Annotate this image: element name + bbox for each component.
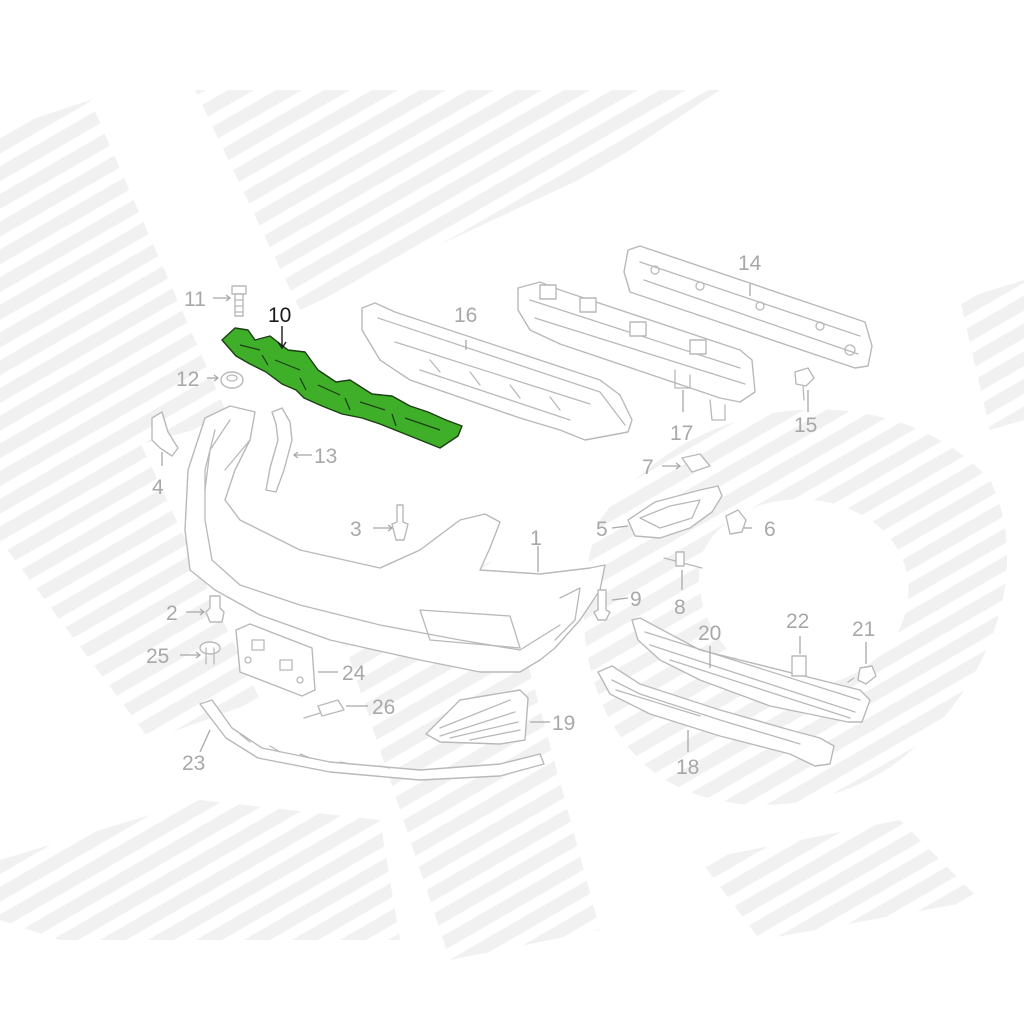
callout-3: 3 [350, 518, 362, 541]
part-25-screw [199, 641, 221, 665]
callout-labels: 1 2 3 4 5 6 7 8 9 10 11 12 13 14 15 16 1… [146, 252, 875, 779]
leader-lines [161, 284, 867, 753]
part-5-bezel [627, 485, 723, 539]
part-3-pin [391, 504, 409, 541]
callout-8: 8 [674, 596, 686, 619]
callout-14: 14 [738, 252, 762, 275]
callout-10: 10 [268, 304, 291, 327]
part-19-grille-insert [425, 689, 529, 745]
callout-24: 24 [342, 662, 366, 685]
callout-6: 6 [764, 518, 776, 541]
callout-9: 9 [630, 588, 642, 611]
part-15-clip [794, 367, 815, 401]
part-11-bolt [231, 285, 247, 317]
part-22-insert [791, 655, 807, 677]
part-21-screw [847, 665, 877, 685]
part-16-energy-absorber [361, 302, 633, 441]
callout-23: 23 [182, 752, 205, 775]
part-9-bolt [593, 589, 611, 621]
part-20-lower-grille [631, 617, 871, 723]
callout-2: 2 [166, 602, 178, 625]
part-24-license-bracket [235, 623, 316, 697]
callout-12: 12 [176, 368, 199, 391]
callout-4: 4 [152, 476, 164, 499]
callout-16: 16 [454, 304, 477, 327]
part-14-bumper-reinforcement [623, 245, 873, 369]
callout-18: 18 [676, 756, 699, 779]
callout-1: 1 [530, 527, 542, 550]
callout-25: 25 [146, 645, 169, 668]
callout-22: 22 [786, 610, 809, 633]
callout-20: 20 [698, 622, 721, 645]
callout-17: 17 [670, 422, 693, 445]
callout-5: 5 [596, 518, 608, 541]
part-17-support-bar [517, 281, 756, 421]
part-4-bracket [151, 411, 179, 457]
part-18-lower-bar [597, 665, 835, 767]
part-7-clip [681, 453, 711, 473]
part-26-clip [303, 699, 345, 719]
part-12-nut [220, 371, 244, 389]
part-8-fastener [663, 551, 703, 569]
part-10-highlight [221, 327, 463, 449]
watermark [0, 90, 1024, 960]
callout-21: 21 [852, 618, 875, 641]
part-6-cover [725, 509, 747, 535]
part-10-bracket [221, 327, 463, 449]
callout-15: 15 [794, 414, 817, 437]
part-23-lower-trim [199, 699, 545, 781]
part-2-bolt [205, 595, 225, 623]
callout-19: 19 [552, 712, 575, 735]
callout-7: 7 [642, 456, 654, 479]
part-13-strip [265, 407, 293, 493]
callout-26: 26 [372, 696, 395, 719]
part-1-bumper-cover [184, 405, 606, 673]
callout-13: 13 [314, 445, 337, 468]
callout-11: 11 [184, 288, 206, 311]
